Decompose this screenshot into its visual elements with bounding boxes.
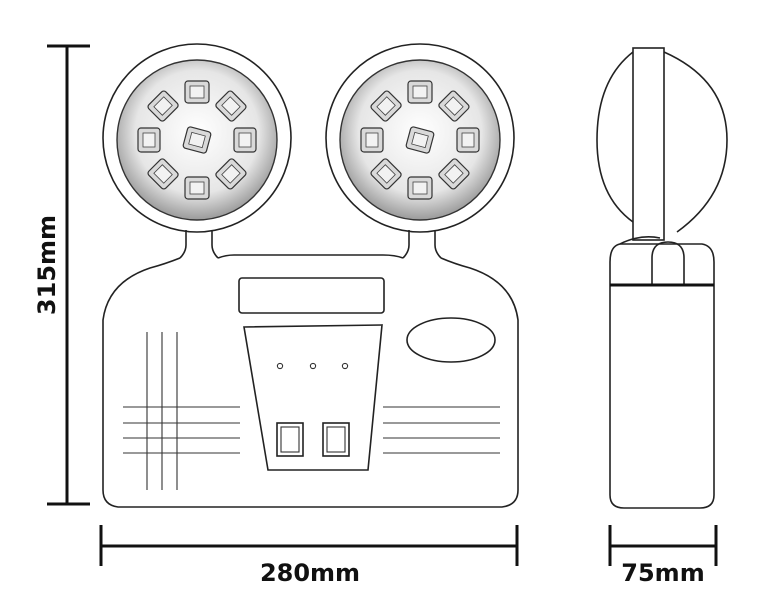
led-chip [376, 96, 396, 116]
led-chip [189, 181, 205, 195]
led-chip [412, 181, 428, 195]
left-led-array [137, 80, 257, 200]
left-lamp-neck [179, 230, 219, 259]
led-chip [238, 132, 252, 148]
oval-badge [406, 317, 496, 363]
side-clip [651, 241, 685, 284]
led-chip [189, 85, 205, 99]
side-body-outline [609, 243, 715, 509]
led-chip [412, 85, 428, 99]
right-led-array [360, 80, 480, 200]
front-view [102, 43, 519, 508]
led-chip [142, 132, 156, 148]
led-chip [461, 132, 475, 148]
control-panel [243, 324, 383, 471]
indicator-led-1 [276, 362, 284, 370]
left-lamp-head [102, 43, 292, 233]
led-chip [153, 164, 173, 184]
led-chip [376, 164, 396, 184]
depth-dimension: 75mm [608, 525, 718, 587]
height-dimension: 315mm [33, 44, 90, 506]
right-lamp-neck [402, 230, 442, 259]
test-switch [276, 422, 304, 457]
led-chip [365, 132, 379, 148]
led-chip [444, 164, 464, 184]
side-lamp-head [596, 51, 634, 223]
led-chip [444, 96, 464, 116]
side-lamp-bracket [632, 47, 665, 241]
indicator-led-3 [341, 362, 349, 370]
right-lamp-head [325, 43, 515, 233]
right-vent-grille [383, 406, 500, 454]
led-chip [221, 164, 241, 184]
indicator-led-2 [309, 362, 317, 370]
power-switch [322, 422, 350, 457]
left-vent-grille [123, 332, 240, 490]
width-label: 280mm [260, 559, 360, 587]
led-chip [411, 131, 429, 149]
side-view [596, 47, 728, 509]
led-chip [221, 96, 241, 116]
depth-label: 75mm [621, 559, 704, 587]
led-chip [188, 131, 206, 149]
front-body-outline [102, 254, 519, 508]
width-dimension: 280mm [99, 525, 519, 587]
indicator-window [238, 277, 385, 314]
height-label: 315mm [33, 215, 61, 315]
led-chip [153, 96, 173, 116]
